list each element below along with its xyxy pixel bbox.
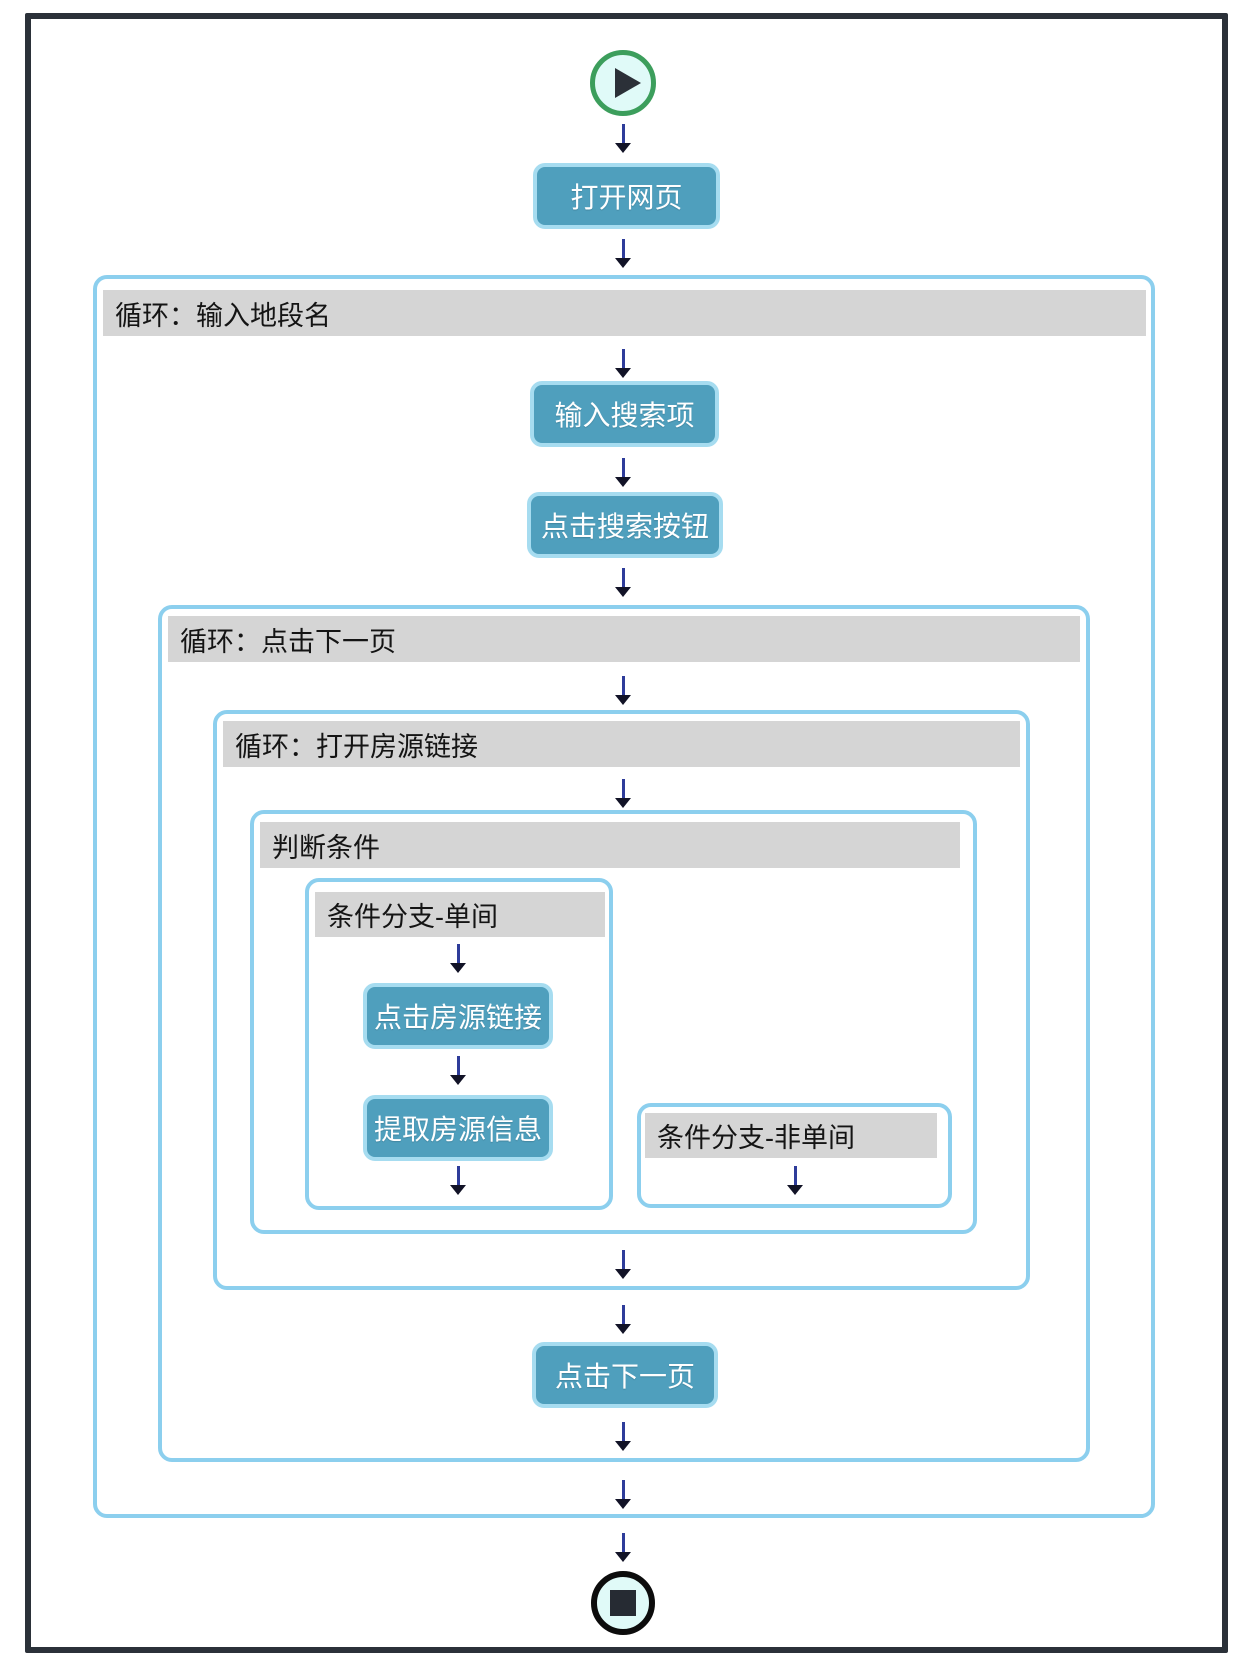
loop-header-open-listing-links[interactable]: 循环：打开房源链接 <box>223 721 1020 767</box>
start-node[interactable] <box>590 50 656 116</box>
step-click-listing-link-button[interactable]: 点击房源链接 <box>363 983 553 1049</box>
step-open-webpage-button[interactable]: 打开网页 <box>533 163 720 229</box>
arrow-down-icon <box>615 1533 631 1563</box>
condition-header[interactable]: 判断条件 <box>260 822 960 868</box>
step-click-search-button[interactable]: 点击搜索按钮 <box>527 492 723 558</box>
arrow-down-icon <box>615 349 631 379</box>
page-border-frame <box>25 13 1228 1653</box>
arrow-down-icon <box>615 1480 631 1510</box>
arrow-down-icon <box>450 1056 466 1086</box>
step-input-search-term-button[interactable]: 输入搜索项 <box>530 381 719 447</box>
arrow-down-icon <box>615 676 631 706</box>
stop-icon <box>610 1590 636 1616</box>
arrow-down-icon <box>615 239 631 269</box>
arrow-down-icon <box>615 1250 631 1280</box>
end-node[interactable] <box>591 1571 655 1635</box>
loop-header-input-location[interactable]: 循环：输入地段名 <box>103 290 1146 336</box>
arrow-down-icon <box>615 568 631 598</box>
branch-header-not-single-room[interactable]: 条件分支-非单间 <box>645 1113 937 1158</box>
arrow-down-icon <box>615 1422 631 1452</box>
arrow-down-icon <box>615 124 631 154</box>
step-click-next-page-button[interactable]: 点击下一页 <box>532 1342 718 1408</box>
arrow-down-icon <box>615 1305 631 1335</box>
arrow-down-icon <box>450 1166 466 1196</box>
arrow-down-icon <box>615 779 631 809</box>
arrow-down-icon <box>615 458 631 488</box>
loop-header-click-next-page[interactable]: 循环：点击下一页 <box>168 616 1080 662</box>
branch-header-single-room[interactable]: 条件分支-单间 <box>315 892 605 937</box>
step-extract-listing-info-button[interactable]: 提取房源信息 <box>363 1095 553 1161</box>
arrow-down-icon <box>787 1166 803 1196</box>
play-icon <box>615 68 641 98</box>
arrow-down-icon <box>450 944 466 974</box>
